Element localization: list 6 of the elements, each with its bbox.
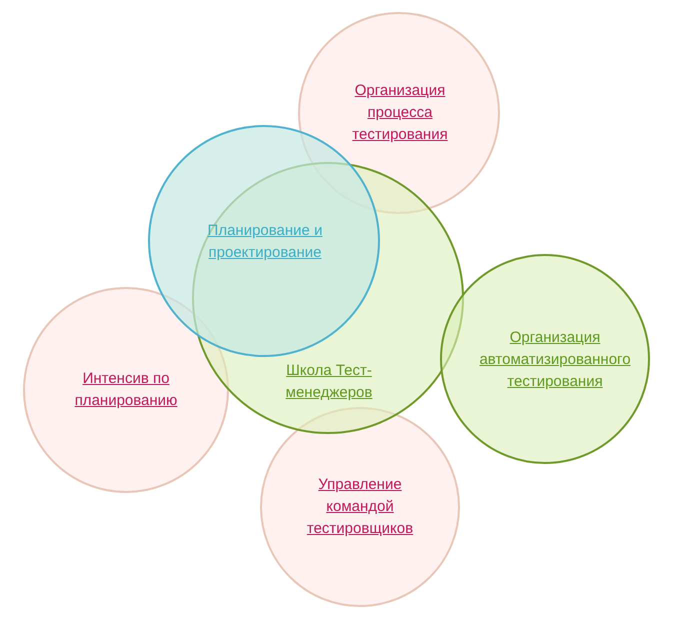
course-link: Школа Тест-менеджеров xyxy=(284,361,374,403)
course-link: Планирование и проектирование xyxy=(206,221,324,263)
course-link: Организация процесса тестирования xyxy=(351,81,449,145)
course-link: Интенсив по планированию xyxy=(74,369,178,411)
course-link: Управление командой тестировщиков xyxy=(306,475,414,539)
course-link: Организация автоматизированного тестирования xyxy=(478,328,632,392)
